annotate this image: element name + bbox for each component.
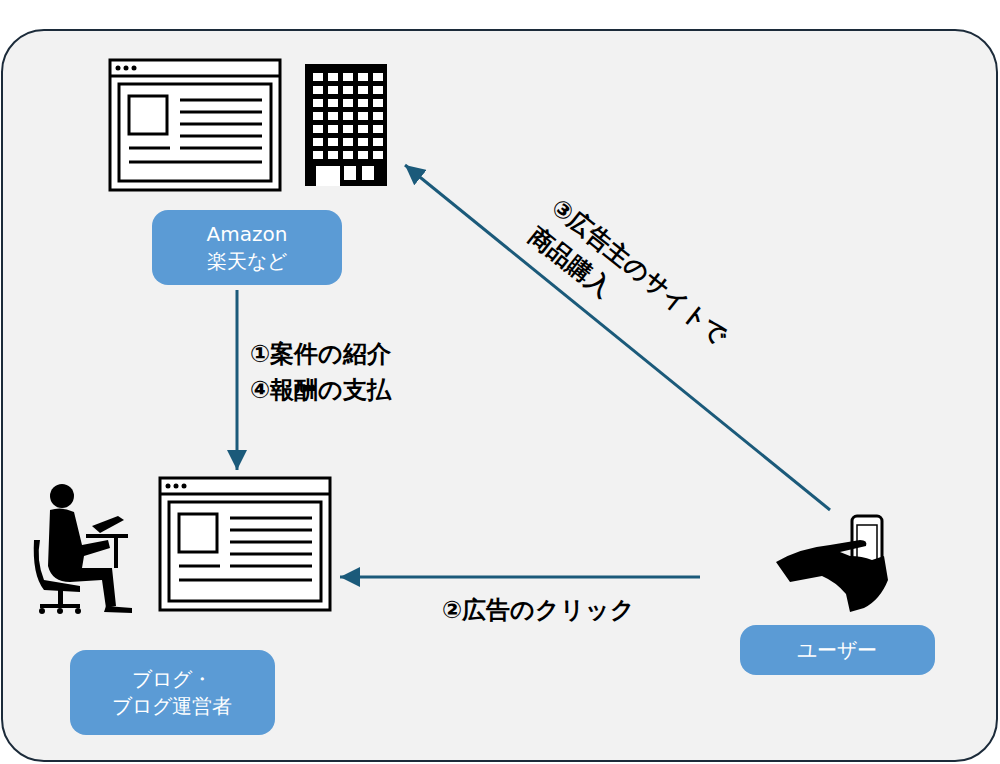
browser-dots	[166, 484, 187, 489]
flow-arrow	[340, 576, 700, 579]
actor-group: ブログ・ ブログ運営者	[35, 470, 340, 740]
background-panel	[2, 30, 997, 761]
actor-label-pill: ブログ・ ブログ運営者	[70, 650, 275, 735]
actor-group: Amazon 楽天など	[105, 55, 405, 290]
browser-dots	[116, 66, 137, 71]
step-label: ②広告のクリック	[442, 592, 635, 628]
flow-arrow	[405, 165, 830, 510]
actor-label-pill: ユーザー	[740, 625, 935, 675]
person-silhouette	[34, 484, 132, 614]
actor-name: ブログ・ ブログ運営者	[112, 666, 232, 720]
building-icon	[305, 64, 387, 186]
browser-icon	[160, 478, 330, 610]
hand-phone-icon	[776, 516, 888, 612]
actor-label-pill: Amazon 楽天など	[152, 210, 342, 285]
flow-arrow	[236, 290, 239, 470]
browser-icon	[110, 60, 280, 190]
actor-group: ユーザー	[700, 510, 940, 680]
step-label: ③広告主のサイトで 商品購入	[521, 190, 736, 382]
step-label: ①案件の紹介 ④報酬の支払	[250, 336, 391, 408]
actor-name: Amazon 楽天など	[207, 221, 288, 275]
actor-name: ユーザー	[797, 637, 877, 664]
